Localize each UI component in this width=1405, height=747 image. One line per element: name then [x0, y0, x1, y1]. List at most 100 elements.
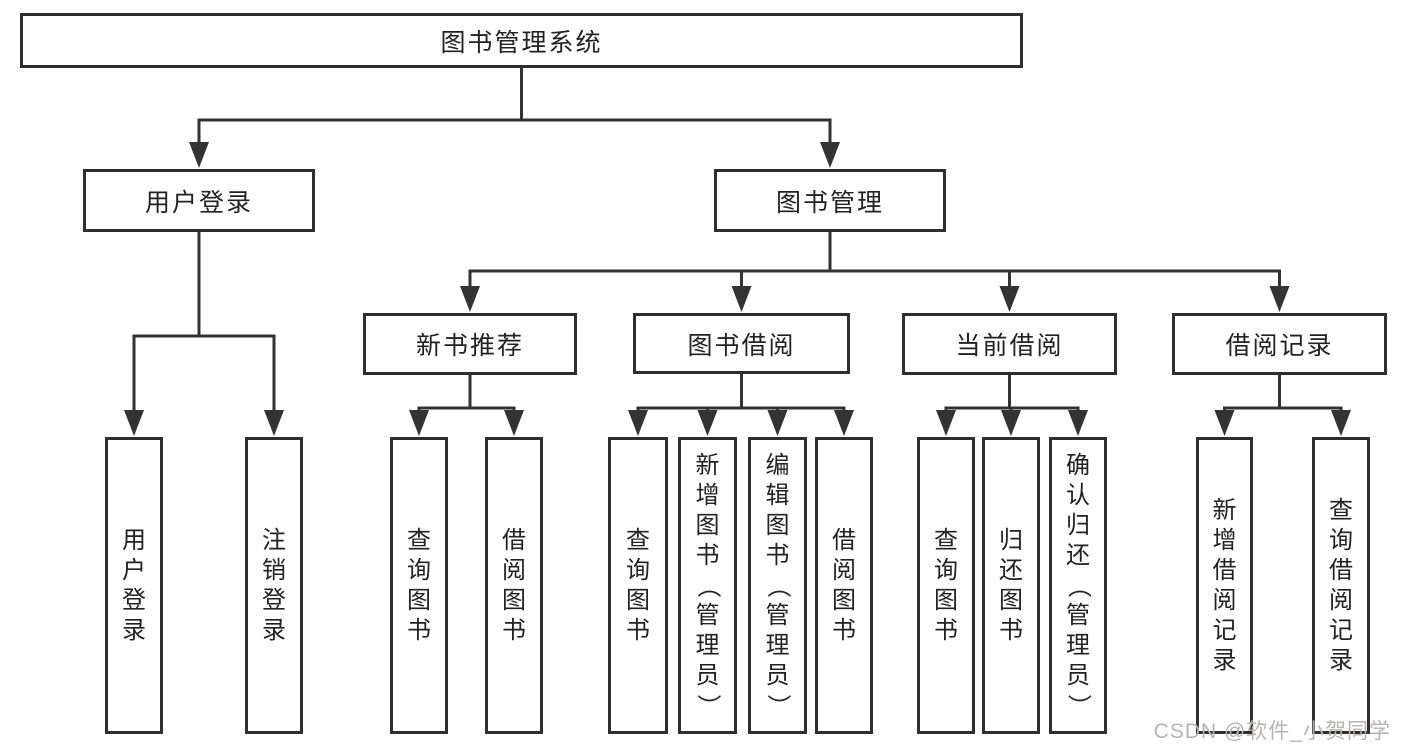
node-label-br-add: 新增借阅记录	[1199, 496, 1250, 676]
vertical-char: 书	[407, 616, 431, 644]
vertical-char: 询	[626, 556, 650, 584]
arrowhead-new-book-rec	[460, 286, 480, 312]
vertical-char: 还	[1066, 541, 1090, 569]
arrowhead-current-borrow	[999, 286, 1020, 312]
arrowhead-rec-query	[409, 410, 429, 436]
vertical-char: 员	[1066, 661, 1090, 689]
arrowhead-logout	[264, 410, 284, 436]
node-root: 图书管理系统	[20, 13, 1023, 68]
node-label-rec-query: 查询图书	[393, 526, 445, 646]
arrowhead-br-query	[1331, 410, 1351, 436]
node-user-login-group: 用户登录	[83, 169, 315, 232]
vertical-char: 书	[502, 616, 526, 644]
node-label-bb-borrow: 借阅图书	[818, 526, 870, 646]
vertical-char: 录	[122, 616, 146, 644]
vertical-char: 新	[695, 451, 720, 479]
vertical-char: 记	[1329, 616, 1353, 644]
node-label-bb-add: 新增图书（管理员）	[681, 451, 734, 721]
arrowhead-cb-confirm	[1068, 410, 1088, 436]
watermark: CSDN @软件_小贺同学	[1153, 720, 1391, 743]
node-label-book-borrow: 图书借阅	[687, 331, 796, 360]
vertical-char: 理	[695, 631, 720, 659]
node-bb-add: 新增图书（管理员）	[678, 437, 737, 734]
vertical-char: 询	[934, 556, 958, 584]
node-borrow-record: 借阅记录	[1172, 313, 1387, 375]
vertical-char: ）	[1065, 693, 1092, 718]
arrowhead-cb-query	[936, 410, 956, 436]
node-label-user-login-group: 用户登录	[144, 188, 253, 217]
arrowhead-user-login-group	[189, 142, 209, 168]
vertical-char: 录	[262, 616, 286, 644]
vertical-char: 书	[695, 541, 720, 569]
node-br-query: 查询借阅记录	[1312, 437, 1370, 734]
vertical-char: 注	[262, 526, 286, 554]
vertical-char: 登	[262, 586, 286, 614]
vertical-char: 图	[626, 586, 650, 614]
node-user-login: 用户登录	[105, 437, 163, 734]
vertical-char: 还	[999, 556, 1023, 584]
vertical-char: 查	[1329, 496, 1353, 524]
vertical-char: 认	[1066, 481, 1090, 509]
node-label-new-book-rec: 新书推荐	[415, 332, 524, 360]
vertical-char: 管	[1066, 601, 1090, 629]
node-label-user-login: 用户登录	[108, 526, 160, 646]
arrowhead-borrow-record	[1269, 286, 1290, 312]
vertical-char: 管	[765, 601, 790, 629]
vertical-char: （	[1065, 573, 1092, 598]
node-label-br-query: 查询借阅记录	[1315, 496, 1367, 676]
vertical-char: 书	[934, 616, 958, 644]
arrowhead-book-borrow	[731, 286, 752, 312]
arrowhead-br-add	[1214, 410, 1235, 436]
node-label-logout: 注销登录	[248, 526, 300, 646]
vertical-char: 增	[695, 481, 720, 509]
node-rec-borrow: 借阅图书	[485, 437, 543, 734]
node-bb-borrow: 借阅图书	[815, 437, 873, 734]
vertical-char: 图	[695, 511, 720, 539]
vertical-char: 记	[1212, 616, 1237, 644]
vertical-char: 理	[1066, 631, 1090, 659]
vertical-char: 用	[122, 526, 146, 554]
vertical-char: 员	[695, 661, 720, 689]
vertical-char: （	[764, 573, 792, 598]
vertical-char: 借	[832, 526, 856, 554]
vertical-char: 查	[407, 526, 431, 554]
node-rec-query: 查询图书	[390, 437, 448, 734]
node-cb-return: 归还图书	[982, 437, 1040, 734]
node-label-bb-query: 查询图书	[611, 526, 665, 646]
node-label-cb-query: 查询图书	[920, 526, 972, 646]
node-book-mgmt: 图书管理	[714, 169, 946, 232]
vertical-char: 询	[1329, 526, 1353, 554]
vertical-char: 借	[1212, 556, 1237, 584]
vertical-char: 归	[999, 526, 1023, 554]
vertical-char: 新	[1212, 496, 1237, 524]
node-cb-query: 查询图书	[917, 437, 975, 734]
vertical-char: 借	[1329, 556, 1353, 584]
vertical-char: 图	[934, 586, 958, 614]
vertical-char: 书	[999, 616, 1023, 644]
node-label-cb-confirm: 确认归还 （ 管理员 ）	[1052, 451, 1104, 721]
vertical-char: 图	[832, 586, 856, 614]
vertical-char: 户	[122, 556, 146, 584]
vertical-char: 员	[765, 661, 790, 689]
node-logout: 注销登录	[245, 437, 303, 734]
vertical-char: 确	[1066, 451, 1090, 479]
vertical-char: 书	[832, 616, 856, 644]
vertical-char: 书	[626, 616, 650, 644]
vertical-char: （	[694, 573, 722, 598]
arrowhead-bb-edit	[767, 410, 788, 436]
arrowhead-bb-query	[628, 410, 648, 436]
node-br-add: 新增借阅记录	[1196, 437, 1253, 734]
node-current-borrow: 当前借阅	[902, 313, 1117, 375]
node-bb-query: 查询图书	[608, 437, 668, 734]
vertical-char: 书	[765, 541, 790, 569]
vertical-char: 阅	[502, 556, 526, 584]
vertical-char: 归	[1066, 511, 1090, 539]
vertical-char: 录	[1212, 646, 1237, 674]
vertical-char: 销	[262, 556, 286, 584]
node-cb-confirm: 确认归还 （ 管理员 ）	[1049, 437, 1107, 734]
node-label-bb-edit: 编辑图书（管理员）	[751, 451, 804, 721]
vertical-char: 登	[122, 586, 146, 614]
node-new-book-rec: 新书推荐	[363, 313, 577, 375]
